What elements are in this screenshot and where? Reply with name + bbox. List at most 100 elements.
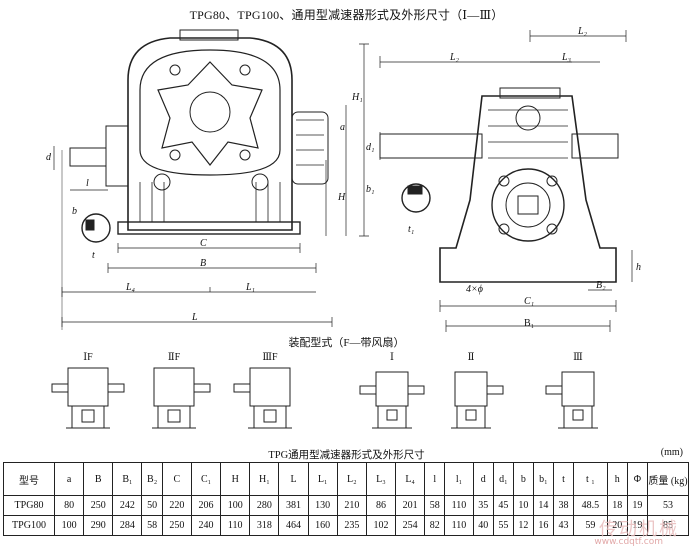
header-cell: L₂ <box>336 462 367 496</box>
mount-label-2: Ⅱ <box>467 352 475 363</box>
dim-label-b1: b₁ <box>366 184 374 195</box>
mount-label-1F: ⅠF <box>83 352 93 363</box>
table-cell: 19 <box>626 515 649 536</box>
dim-label-H: H <box>337 192 346 203</box>
header-cell: L₁ <box>307 462 338 496</box>
dim-label-H1: H₁ <box>351 92 363 103</box>
front-view <box>53 29 369 330</box>
table-cell: 38 <box>552 495 574 516</box>
watermark-url: www.cdqtf.com <box>594 537 663 547</box>
table-cell: 18 <box>606 495 628 516</box>
table-cell: 290 <box>83 515 114 536</box>
dim-label-B2: B₂ <box>596 280 606 291</box>
mount-figure-3F <box>233 367 292 429</box>
mount-figure-1 <box>359 371 425 429</box>
table-cell: 210 <box>336 495 367 516</box>
dim-label-L: L <box>191 312 198 323</box>
table-cell: 80 <box>53 495 85 516</box>
header-cell: B₂ <box>141 462 163 496</box>
table-cell: 318 <box>249 515 280 536</box>
table-cell: 201 <box>395 495 426 516</box>
mount-figures <box>51 367 598 429</box>
header-cell: L <box>278 462 309 496</box>
mount-figure-2 <box>451 371 504 429</box>
header-cell: 质量 (kg) <box>647 462 689 496</box>
table-cell: 14 <box>532 495 554 516</box>
assembly-title: 装配型式（F—带风扇） <box>288 337 405 349</box>
table-cell: 58 <box>424 495 446 516</box>
table-unit: (mm) <box>660 447 683 458</box>
header-cell: b <box>512 462 534 496</box>
spec-table: 型号 a B B₁ B₂ C C₁ H H₁ L L₁ L₂ L₃ L₄ l l… <box>3 462 689 536</box>
table-cell: 110 <box>220 515 251 536</box>
table-cell: 55 <box>492 515 514 536</box>
header-cell: Φ <box>626 462 649 496</box>
dim-label-t: t <box>92 250 95 261</box>
header-cell: a <box>53 462 85 496</box>
page-title: TPG80、TPG100、通用型减速器形式及外形尺寸（Ⅰ—Ⅲ） <box>189 8 504 22</box>
mount-label-1: Ⅰ <box>390 352 394 363</box>
watermark: 传动机械 <box>599 519 679 540</box>
mount-figure-1F <box>51 367 125 429</box>
dim-label-L2: L₂ <box>449 52 460 63</box>
table-cell: 86 <box>365 495 397 516</box>
header-cell: l <box>424 462 446 496</box>
dim-label-b: b <box>72 206 77 217</box>
dim-label-d: d <box>46 152 52 163</box>
dim-label-a: a <box>340 122 345 133</box>
header-cell: C <box>161 462 192 496</box>
header-cell: L₃ <box>365 462 397 496</box>
table-cell: 235 <box>336 515 367 536</box>
dim-label-L1: L₁ <box>245 282 255 293</box>
dim-label-C: C <box>200 238 207 249</box>
table-cell: 100 <box>220 495 251 516</box>
table-cell: 130 <box>307 495 338 516</box>
table-cell: 280 <box>249 495 280 516</box>
table-caption: TPG通用型减速器形式及外形尺寸 <box>268 450 425 461</box>
table-cell: 160 <box>307 515 338 536</box>
table-cell: 240 <box>190 515 222 536</box>
table-cell: TPG80 <box>3 495 55 516</box>
table-cell: 250 <box>161 515 192 536</box>
side-view <box>379 30 633 332</box>
table-cell: 254 <box>395 515 426 536</box>
table-cell: 16 <box>532 515 554 536</box>
table-cell: 53 <box>647 495 689 516</box>
table-cell: 58 <box>141 515 163 536</box>
header-cell: l₁ <box>444 462 474 496</box>
header-cell: H <box>220 462 251 496</box>
table-cell: TPG100 <box>3 515 55 536</box>
header-cell: B₁ <box>112 462 143 496</box>
table-cell: 284 <box>112 515 143 536</box>
table-cell: 40 <box>472 515 494 536</box>
header-cell: H₁ <box>249 462 280 496</box>
header-cell: h <box>606 462 628 496</box>
table-cell: 82 <box>424 515 446 536</box>
header-cell: b₁ <box>532 462 554 496</box>
dim-label-h: h <box>636 262 641 273</box>
table-cell: 110 <box>444 495 474 516</box>
dim-label-C1: C₁ <box>524 296 534 307</box>
mount-label-3: Ⅲ <box>573 352 583 363</box>
table-cell: 19 <box>626 495 649 516</box>
table-cell: 110 <box>444 515 474 536</box>
table-cell: 220 <box>161 495 192 516</box>
mount-label-3F: ⅢF <box>262 352 278 363</box>
table-row: TPG100 100 290 284 58 250 240 110 318 46… <box>3 515 689 536</box>
table-header-row: 型号 a B B₁ B₂ C C₁ H H₁ L L₁ L₂ L₃ L₄ l l… <box>3 462 689 496</box>
dim-label-L3: L₃ <box>561 52 572 63</box>
table-cell: 10 <box>512 495 534 516</box>
mount-label-2F: ⅡF <box>167 352 181 363</box>
table-cell: 381 <box>278 495 309 516</box>
dim-label-L2-right: L₂ <box>577 26 588 37</box>
dim-label-t1: t₁ <box>408 224 414 235</box>
header-cell: d <box>472 462 494 496</box>
header-cell: C₁ <box>190 462 222 496</box>
table-cell: 35 <box>472 495 494 516</box>
dim-label-L4: L₄ <box>125 282 136 293</box>
table-cell: 85 <box>647 515 689 536</box>
table-cell: 242 <box>112 495 143 516</box>
table-cell: 50 <box>141 495 163 516</box>
dim-label-d1: d₁ <box>366 142 374 153</box>
